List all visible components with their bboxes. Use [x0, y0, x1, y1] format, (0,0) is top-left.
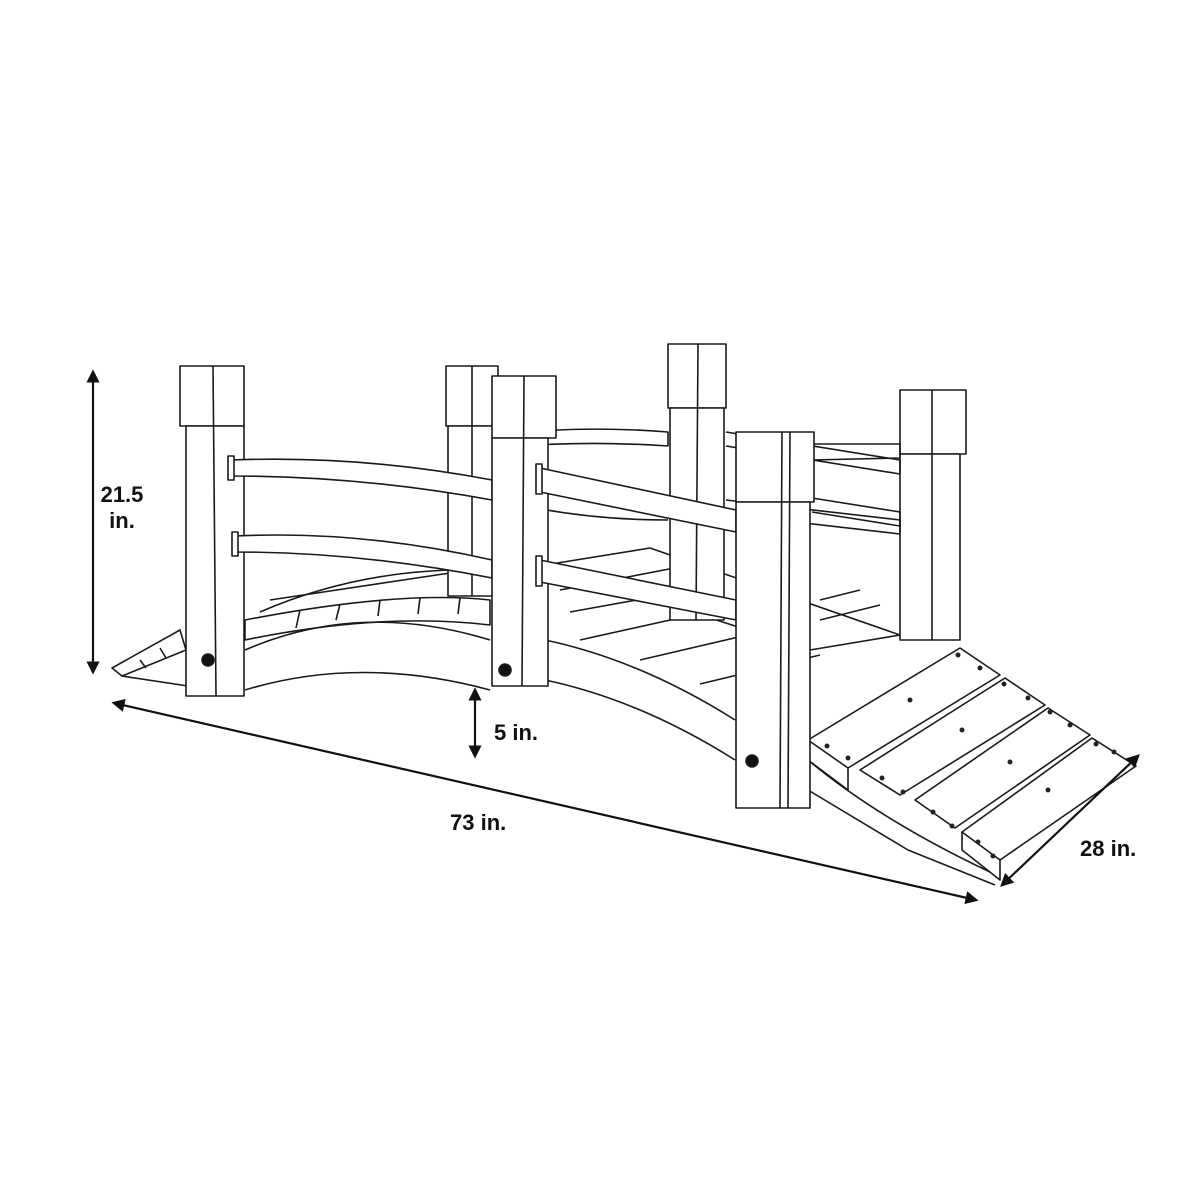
- width-dimension-arrow: [1000, 754, 1140, 887]
- length-dimension-arrow: [111, 698, 979, 905]
- height-value: 21.5: [100, 482, 144, 507]
- width-label: 28 in.: [1080, 836, 1137, 861]
- left-ramp: [111, 629, 189, 687]
- height-unit: in.: [109, 508, 135, 533]
- post-front-right: [735, 431, 815, 809]
- post-front-middle: [491, 375, 557, 687]
- post-back-center: [667, 343, 727, 621]
- length-label: 73 in.: [450, 810, 507, 835]
- arch-beam: [244, 621, 736, 761]
- height-label: 21.5 in.: [92, 482, 152, 534]
- post-back-right: [899, 389, 967, 641]
- clearance-label: 5 in.: [494, 720, 539, 745]
- post-back-left: [179, 365, 245, 697]
